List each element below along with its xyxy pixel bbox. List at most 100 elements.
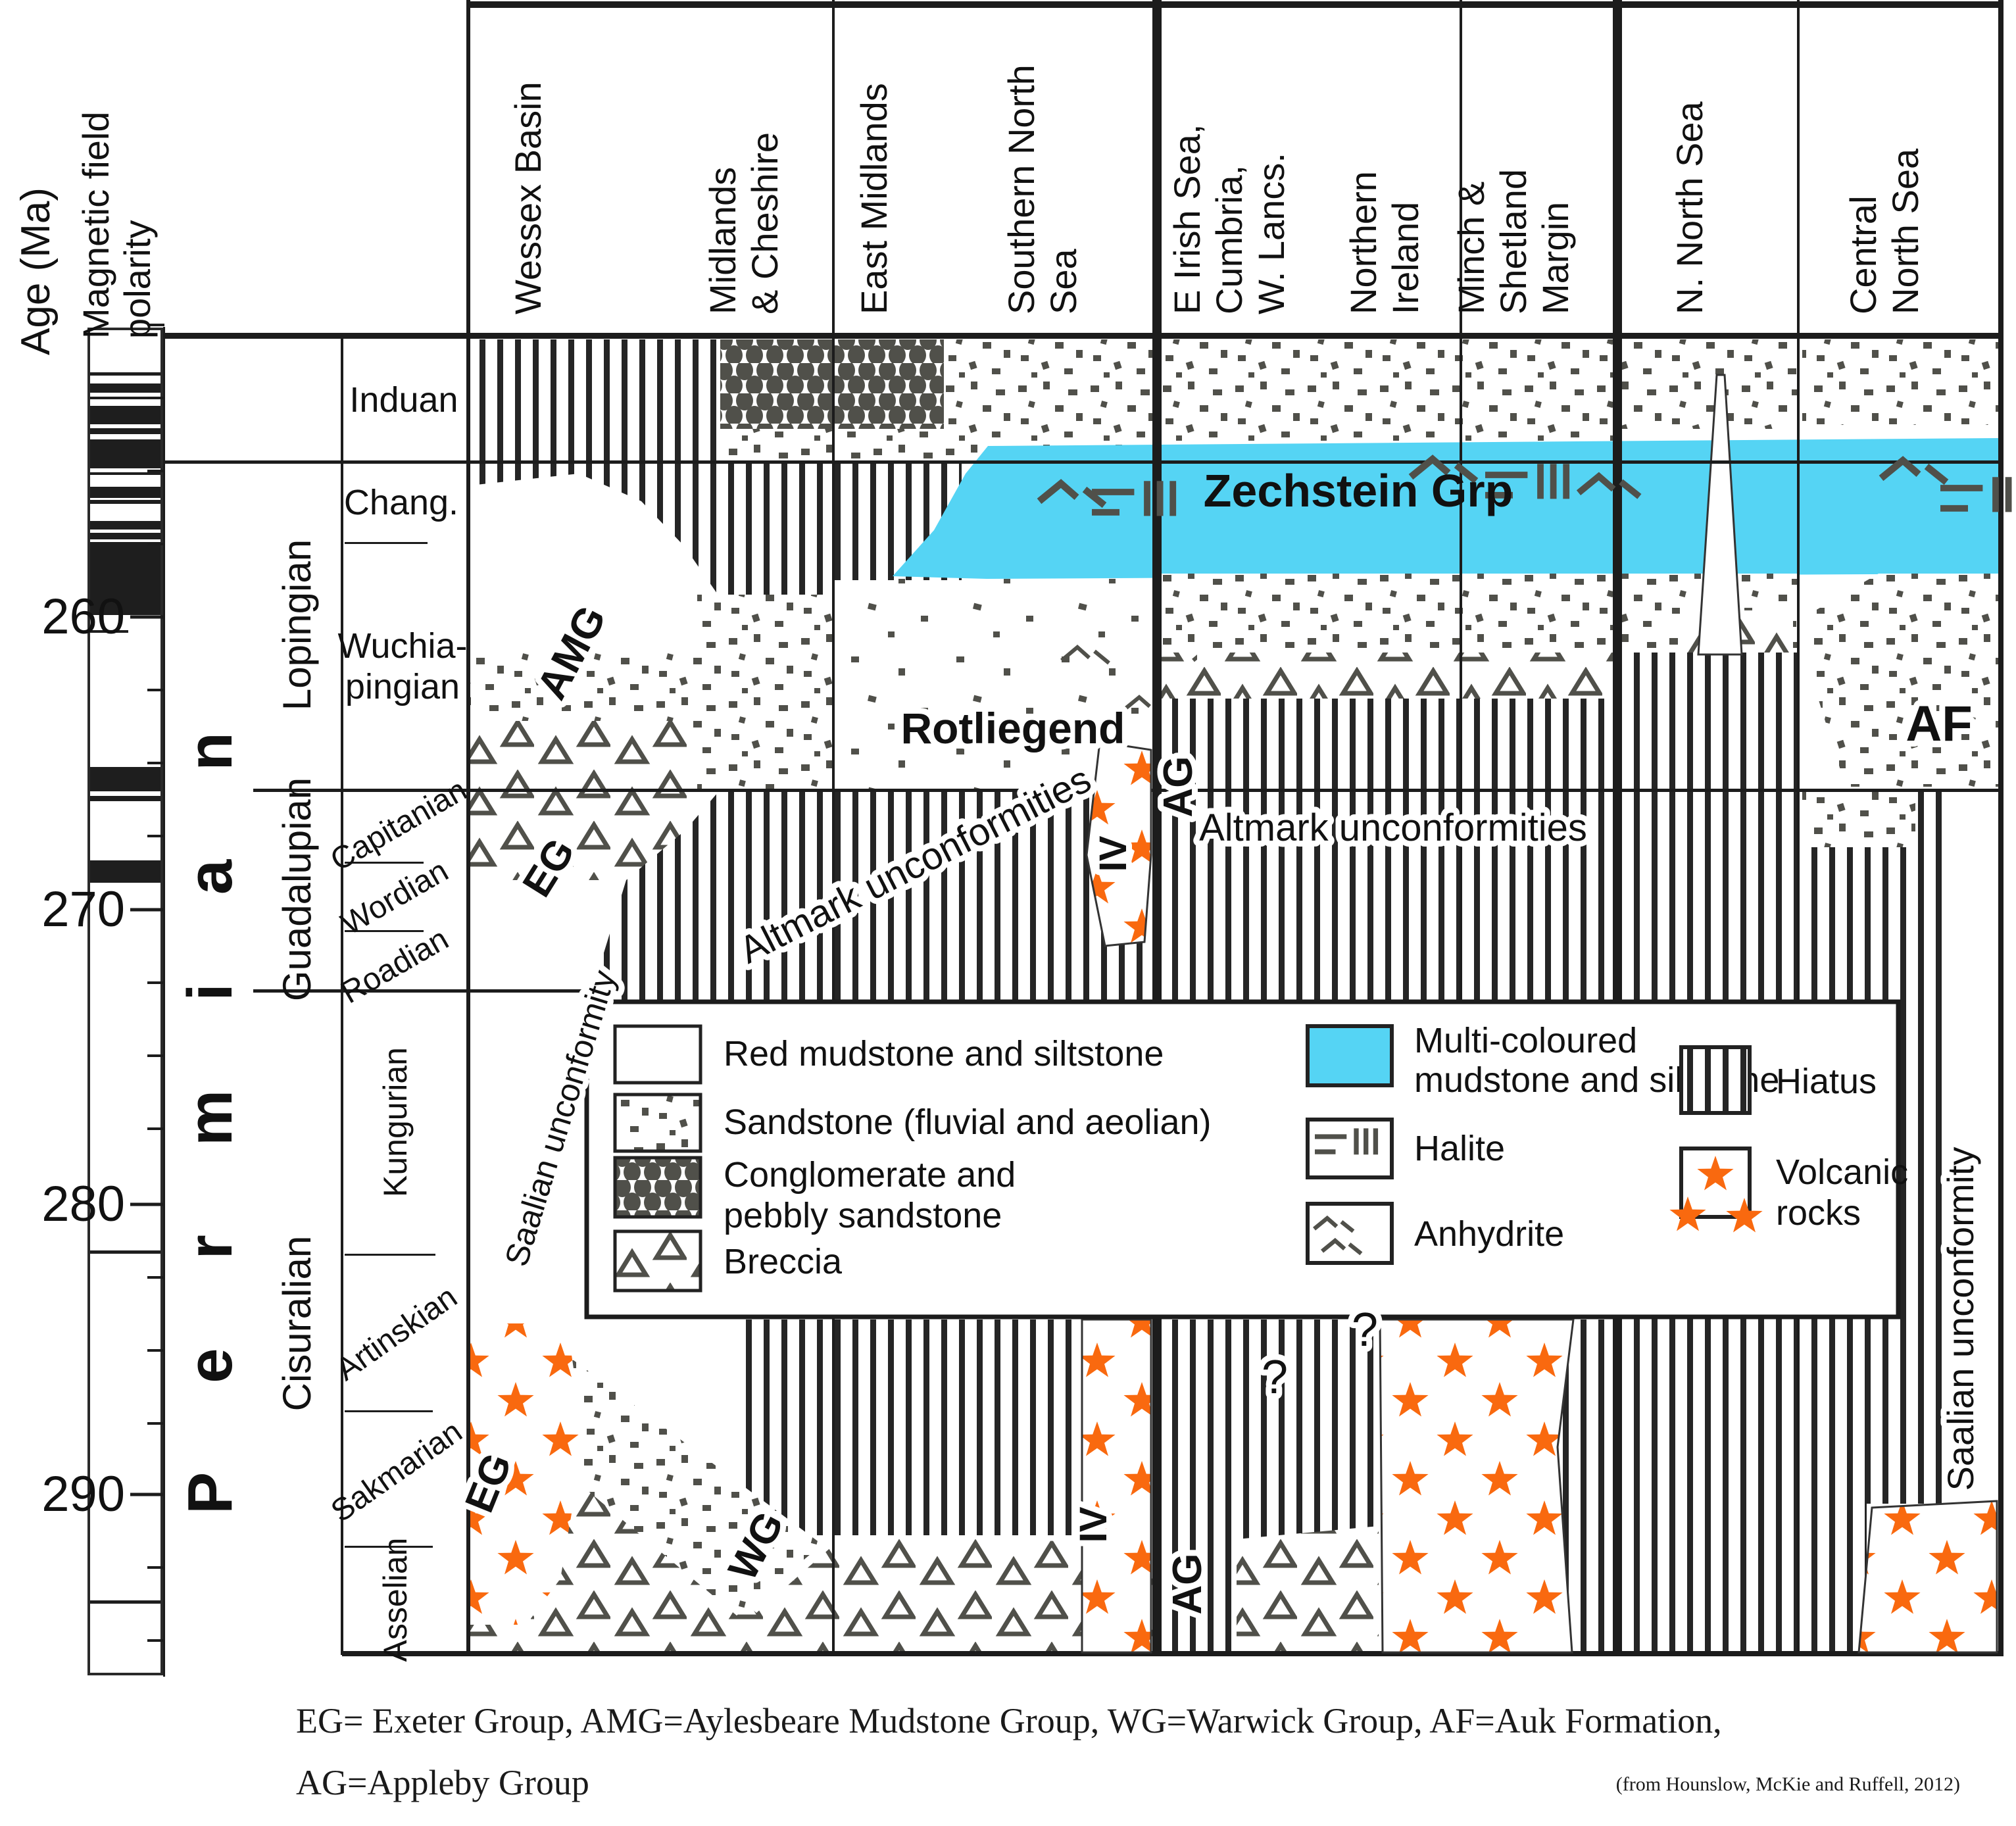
- stage-wuchiapingian-1: Wuchia-: [337, 626, 467, 666]
- legend-swatch-anhydrite: [1306, 1202, 1394, 1265]
- epoch-cisuralian: Cisuralian: [275, 1236, 319, 1412]
- region-ni-breccia: [1237, 1526, 1379, 1652]
- polarity-header-line1: Magnetic field: [75, 111, 116, 339]
- legend-swatch-halite: [1306, 1118, 1394, 1179]
- stage-wuchiapingian-2: pingian: [345, 667, 460, 706]
- legend-swatch-volcanic: [1669, 1147, 1763, 1233]
- region-nns-induan-sand: [1622, 339, 1798, 429]
- axis-label-260: 260: [41, 589, 125, 645]
- caption-line2: AG=Appleby Group: [296, 1763, 589, 1802]
- header-cns-2: North Sea: [1884, 148, 1926, 314]
- epoch-lopingian: Lopingian: [275, 539, 319, 710]
- legend: Red mudstone and siltstone Sandstone (fl…: [584, 999, 1908, 1320]
- polarity-white-stripe: [90, 530, 160, 533]
- header-eis-2: Cumbria,: [1208, 165, 1250, 314]
- region-altmark-hiatus-right: [1162, 699, 1613, 1000]
- region-wg-sand-wedge: [550, 1352, 822, 1616]
- region-midlands-sand-wedge: [697, 595, 833, 789]
- region-iv-volcanic-lower: [1081, 1318, 1152, 1654]
- chart-regions: [470, 339, 1998, 1652]
- region-eg-volcanic: [470, 1323, 584, 1625]
- base-guadalupian-line: [253, 989, 587, 993]
- polarity-bars: [90, 372, 160, 1604]
- axis-label-290: 290: [41, 1466, 125, 1522]
- region-amg-white: [470, 474, 743, 653]
- divider-eastmid: [832, 0, 835, 1656]
- divider-chart-left: [466, 0, 470, 1656]
- legend-label-halite: Halite: [1414, 1129, 1505, 1168]
- region-nns-white-spike: [1697, 374, 1743, 656]
- divider-eirish-thick: [1152, 0, 1162, 1656]
- column-headers: Age (Ma) Magnetic field polarity Wessex …: [13, 64, 1926, 355]
- label-ag-upper: AG: [1156, 756, 1201, 818]
- legend-swatch-red-mudstone: [613, 1024, 702, 1085]
- minor-ticks: [147, 324, 164, 1642]
- region-lower-mid-hiatus: [743, 1320, 1084, 1535]
- legend-swatch-hiatus: [1679, 1045, 1752, 1115]
- chart-top-line: [164, 333, 2004, 339]
- header-minch-1: Minch &: [1450, 182, 1492, 314]
- volcanic-regions: [470, 741, 1998, 1654]
- region-cns-volcanic: [1857, 1500, 1998, 1654]
- divider-stage-column: [341, 337, 343, 1655]
- header-midlands-2: & Cheshire: [744, 132, 785, 314]
- header-sns-2: Sea: [1043, 249, 1084, 314]
- chrono-labels: Permian Lopingian Guadalupian Cisuralian…: [175, 380, 473, 1662]
- legend-label-anhydrite: Anhydrite: [1414, 1214, 1564, 1254]
- caption-credit: (from Hounslow, McKie and Ruffell, 2012): [1616, 1773, 1960, 1795]
- label-rotliegend: Rotliegend: [901, 704, 1125, 753]
- divider-cns: [1797, 0, 1800, 1656]
- label-iv-lower: IV: [1072, 1506, 1115, 1542]
- label-ag-lower: AG: [1165, 1554, 1210, 1615]
- header-ni-2: Ireland: [1385, 202, 1426, 314]
- legend-label-volcanic-1: Volcanic: [1776, 1152, 1908, 1192]
- region-eis-breccia-row: [1162, 653, 1613, 699]
- legend-label-sandstone: Sandstone (fluvial and aeolian): [724, 1102, 1212, 1142]
- header-east-midlands: East Midlands: [853, 83, 895, 314]
- stage-line-word-road: [345, 930, 424, 932]
- region-ni-volcanic: [1379, 1318, 1575, 1654]
- stage-induan: Induan: [349, 380, 458, 420]
- stage-artinskian: Artinskian: [330, 1279, 464, 1387]
- age-axis: 260 270 280 290: [41, 324, 164, 1642]
- legend-swatch-conglomerate: [613, 1156, 702, 1219]
- legend-swatch-multicoloured: [1306, 1024, 1394, 1087]
- legend-label-multicoloured-1: Multi-coloured: [1414, 1021, 1637, 1060]
- legend-label-red-mudstone: Red mudstone and siltstone: [724, 1034, 1164, 1073]
- header-cns-1: Central: [1842, 195, 1884, 314]
- legend-swatch-sandstone: [613, 1093, 702, 1153]
- region-eis-ni-sand-lower: [1162, 574, 1613, 653]
- stage-kungurian: Kungurian: [377, 1047, 414, 1197]
- chart-bottom-line: [342, 1651, 2004, 1656]
- region-altmark-hiatus-left: [589, 792, 1158, 1000]
- stage-line-kung-art: [345, 1254, 435, 1256]
- stage-chang: Chang.: [344, 483, 458, 522]
- region-iv-volcanic-upper: [1085, 741, 1152, 947]
- legend-label-breccia: Breccia: [724, 1242, 843, 1281]
- divider-minch: [1460, 0, 1462, 1656]
- header-ni-1: Northern: [1342, 171, 1384, 314]
- region-cns-sand-patch: [1802, 792, 1915, 847]
- header-minch-2: Shetland: [1492, 169, 1534, 314]
- base-triassic-line: [164, 460, 2004, 464]
- period-permian: Permian: [175, 643, 245, 1514]
- divider-chart-right: [1998, 0, 2004, 1656]
- label-altmark-horizontal: Altmark unconformities: [1199, 806, 1587, 849]
- axis-label-280: 280: [41, 1176, 125, 1232]
- header-eis-1: E Irish Sea,: [1166, 124, 1208, 314]
- header-wessex: Wessex Basin: [507, 82, 549, 314]
- legend-label-hiatus: Hiatus: [1776, 1062, 1877, 1101]
- header-top-bar: [468, 1, 2004, 8]
- stage-asselian: Asselian: [377, 1538, 414, 1662]
- major-ticks: [130, 615, 164, 1496]
- axis-label-270: 270: [41, 881, 125, 937]
- polarity-column: [87, 328, 163, 1675]
- legend-label-volcanic-2: rocks: [1776, 1193, 1861, 1233]
- header-nns: N. North Sea: [1669, 101, 1710, 314]
- legend-label-conglomerate-1: Conglomerate and: [724, 1155, 1016, 1195]
- epoch-guadalupian: Guadalupian: [275, 777, 319, 1001]
- label-zechstein: Zechstein Grp: [1204, 465, 1513, 516]
- polarity-white-stripe: [90, 539, 160, 542]
- caption-line1: EG= Exeter Group, AMG=Aylesbeare Mudston…: [296, 1701, 1722, 1740]
